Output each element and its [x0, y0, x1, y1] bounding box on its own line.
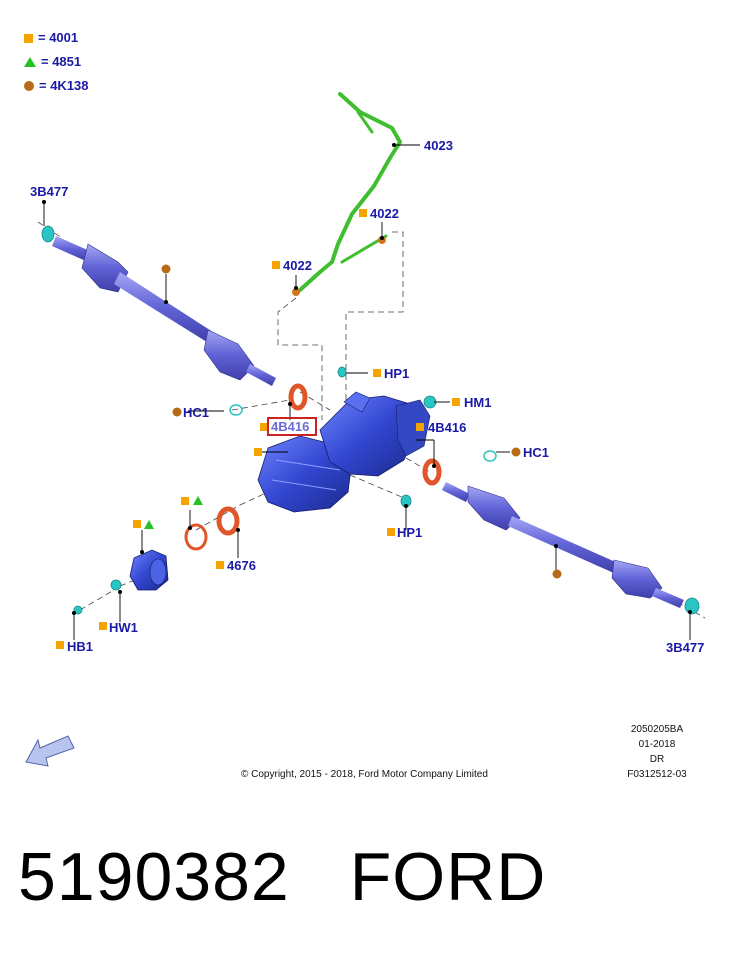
hose-clip-left	[292, 288, 300, 296]
legend-row-triangle: = 4851	[24, 50, 89, 74]
label-4b416-right: 4B416	[428, 420, 466, 435]
orientation-arrow-icon	[25, 735, 75, 767]
figure-info: 2050205BA 01-2018 DR F0312512-03	[607, 722, 707, 782]
clips	[229, 404, 497, 462]
highlight-box	[267, 417, 317, 436]
figure-code: 2050205BA	[630, 724, 684, 735]
exploded-parts-diagram: 4023 4022 4022 3B477 3B477 HP1 HP1 HM1 H…	[25, 92, 706, 767]
figure-number: F0312512-03	[627, 769, 687, 780]
label-4022-right: 4022	[370, 206, 399, 221]
label-4b416-left: 4B416	[271, 419, 309, 434]
label-hc1-left: HC1	[183, 405, 209, 420]
seals	[184, 383, 442, 551]
label-3b477-right: 3B477	[666, 640, 704, 655]
callout-labels: 4023 4022 4022 3B477 3B477 HP1 HP1 HM1 H…	[30, 138, 704, 655]
triangle-markers	[144, 496, 203, 529]
legend-text-4001: = 4001	[38, 30, 79, 45]
square-markers	[56, 209, 460, 649]
part-caption: 5190382 FORD	[18, 838, 546, 916]
legend: = 4001 = 4851 = 4K138	[24, 26, 89, 98]
legend-text-4851: = 4851	[41, 54, 82, 69]
left-driveshaft	[41, 225, 276, 386]
label-hw1: HW1	[109, 620, 138, 635]
legend-row-square: = 4001	[24, 26, 89, 50]
leader-dots	[42, 143, 692, 615]
right-driveshaft	[442, 482, 700, 615]
copyright-notice: © Copyright, 2015 - 2018, Ford Motor Com…	[241, 769, 488, 780]
label-4022-left: 4022	[283, 258, 312, 273]
label-hc1-right: HC1	[523, 445, 549, 460]
label-3b477-left: 3B477	[30, 184, 68, 199]
label-hm1: HM1	[464, 395, 491, 410]
dot-markers	[161, 264, 562, 579]
leader-lines	[43, 144, 691, 640]
orange-square-icon	[24, 33, 33, 43]
part-number: 5190382	[18, 839, 290, 915]
legend-text-4k138: = 4K138	[39, 78, 89, 93]
legend-row-dot: = 4K138	[24, 74, 89, 98]
figure-region: DR	[649, 754, 665, 765]
label-4676: 4676	[227, 558, 256, 573]
label-hb1: HB1	[67, 639, 93, 654]
flange-coupling	[129, 549, 169, 591]
label-hp1-top: HP1	[384, 366, 409, 381]
brown-dot-icon	[24, 81, 34, 91]
green-triangle-icon	[24, 57, 36, 67]
label-hp1-bottom: HP1	[397, 525, 422, 540]
differential-housing	[257, 391, 431, 513]
figure-date: 01-2018	[638, 739, 676, 750]
label-4023: 4023	[424, 138, 453, 153]
part-brand: FORD	[349, 839, 547, 915]
vent-hose	[298, 92, 402, 292]
fittings	[73, 366, 437, 615]
